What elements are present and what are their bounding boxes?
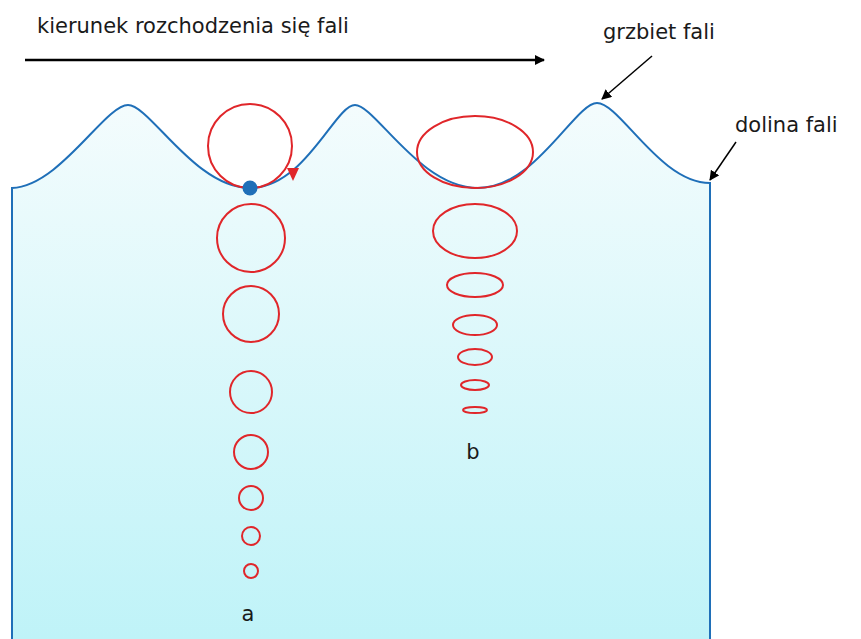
crest-leader — [602, 56, 652, 99]
water-body — [12, 103, 710, 639]
direction-arrow — [25, 59, 544, 62]
trough-label: dolina fali — [735, 113, 838, 138]
orbits-b — [417, 116, 533, 413]
orbit-arrowhead — [287, 168, 299, 181]
trough-leader — [710, 142, 736, 180]
water-surface — [12, 103, 710, 639]
crest-label: grzbiet fali — [603, 20, 715, 45]
column-label: a — [242, 602, 255, 627]
orbits-a — [208, 104, 292, 578]
direction-label: kierunek rozchodzenia się fali — [37, 14, 349, 39]
column-label: b — [466, 440, 479, 465]
water-particle — [243, 181, 258, 196]
